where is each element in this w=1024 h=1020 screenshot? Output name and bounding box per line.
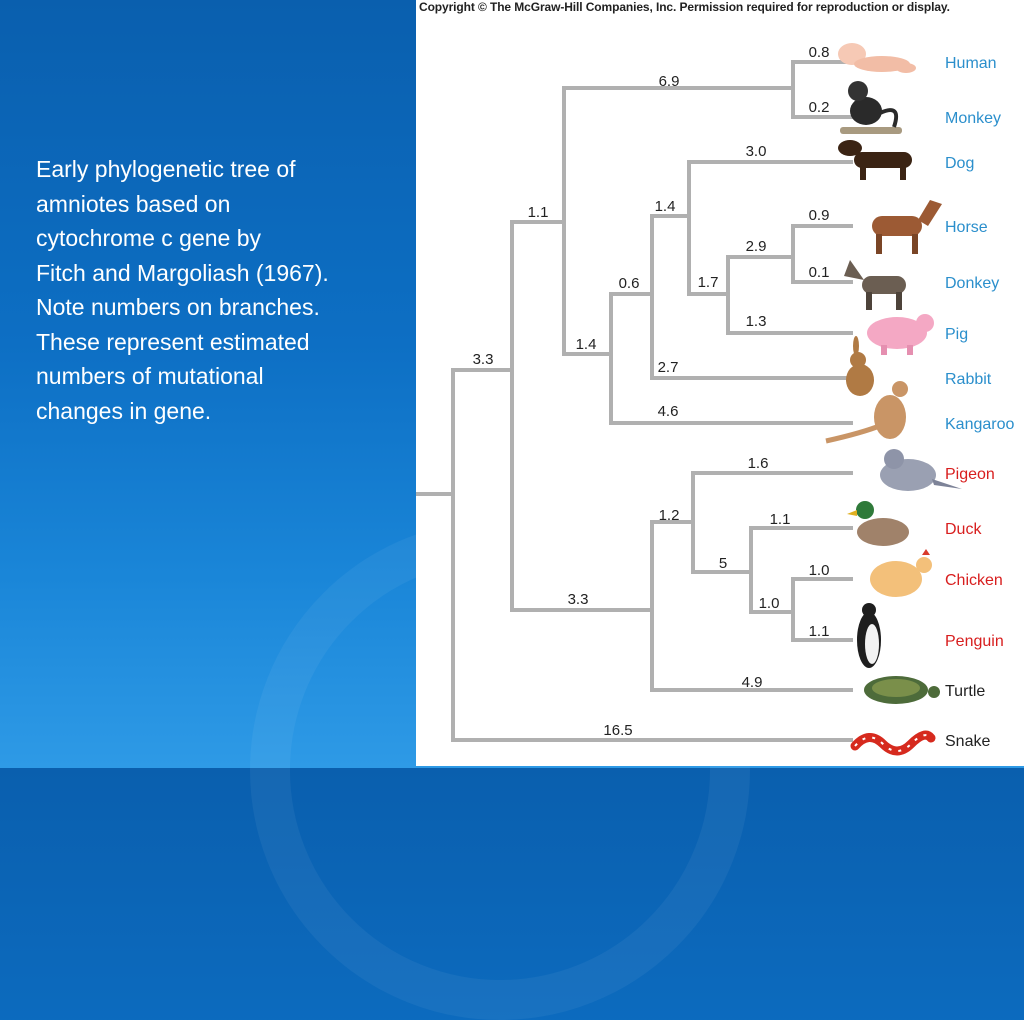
tree-diagram: 0.8 0.2 6.9 3.0 0.9 0.1 2.9 1.3 1.7 1.4 2.7 0.6 4.6 1… xyxy=(416,43,1014,756)
caption-line: Fitch and Margoliash (1967). xyxy=(36,259,329,286)
caption-line: numbers of mutational xyxy=(36,363,264,389)
monkey-icon xyxy=(840,81,902,134)
slide-caption: Early phylogenetic tree of amniotes base… xyxy=(36,152,406,428)
caption-line: cytochrome c gene by xyxy=(36,225,262,251)
branch-length-label: 0.2 xyxy=(809,99,830,116)
branch-length-label: 1.2 xyxy=(659,507,680,524)
taxon-label: Penguin xyxy=(945,633,1004,650)
branch-length-label: 1.1 xyxy=(528,204,549,221)
turtle-icon xyxy=(864,676,940,704)
taxon-label: Human xyxy=(945,55,997,72)
chicken-icon xyxy=(870,549,932,597)
taxon-label: Dog xyxy=(945,155,974,172)
branch-length-label: 4.6 xyxy=(658,403,679,420)
branch-length-label: 1.1 xyxy=(809,623,830,640)
penguin-icon xyxy=(857,603,881,668)
taxon-label: Snake xyxy=(945,733,990,750)
branch-length-label: 5 xyxy=(719,555,727,572)
branch-length-label: 1.0 xyxy=(809,562,830,579)
branch-length-label: 1.4 xyxy=(576,336,597,353)
branch-length-label: 1.0 xyxy=(759,595,780,612)
branch-length-label: 6.9 xyxy=(659,73,680,90)
taxon-label: Donkey xyxy=(945,275,999,292)
pigeon-icon xyxy=(880,449,962,491)
rabbit-icon xyxy=(846,336,874,396)
branch-length-label: 4.9 xyxy=(742,674,763,691)
taxon-label: Kangaroo xyxy=(945,416,1014,433)
branch-length-label: 2.9 xyxy=(746,238,767,255)
branch-length-label: 1.3 xyxy=(746,313,767,330)
branch-length-label: 16.5 xyxy=(603,722,632,739)
branch-length-label: 0.6 xyxy=(619,275,640,292)
caption-line: Note numbers on branches. xyxy=(36,294,320,320)
taxon-label: Chicken xyxy=(945,572,1003,589)
branch-length-label: 1.7 xyxy=(698,274,719,291)
caption-line: changes in gene. xyxy=(36,397,212,424)
caption-line: amniotes based on xyxy=(36,190,231,217)
caption-line: These represent estimated xyxy=(36,328,310,355)
taxon-label: Duck xyxy=(945,521,982,538)
pig-icon xyxy=(867,314,934,355)
duck-icon xyxy=(847,501,909,546)
branch-length-label: 1.1 xyxy=(770,511,791,528)
donkey-icon xyxy=(844,260,906,310)
caption-line: Early phylogenetic tree of xyxy=(36,156,296,182)
branch-length-label: 0.8 xyxy=(809,44,830,61)
phylogenetic-tree-figure: Copyright © The McGraw-Hill Companies, I… xyxy=(416,0,1024,766)
branch-length-label: 1.6 xyxy=(748,455,769,472)
taxon-label: Turtle xyxy=(945,683,985,700)
copyright-notice: Copyright © The McGraw-Hill Companies, I… xyxy=(419,0,950,14)
human-icon xyxy=(838,43,916,73)
branch-length-label: 1.4 xyxy=(655,198,676,215)
taxon-label: Horse xyxy=(945,219,988,236)
taxon-label: Monkey xyxy=(945,110,1001,127)
branch-length-label: 0.9 xyxy=(809,207,830,224)
branch-length-label: 0.1 xyxy=(809,264,830,281)
snake-icon xyxy=(850,730,936,756)
taxon-label: Pigeon xyxy=(945,466,995,483)
taxon-label: Rabbit xyxy=(945,371,992,388)
branch-length-label: 3.0 xyxy=(746,143,767,160)
branch-length-label: 3.3 xyxy=(473,351,494,368)
taxon-label: Pig xyxy=(945,326,968,343)
kangaroo-icon xyxy=(825,381,908,444)
branch-length-label: 2.7 xyxy=(658,359,679,376)
branch-length-label: 3.3 xyxy=(568,591,589,608)
dog-icon xyxy=(838,140,912,180)
horse-icon xyxy=(872,200,942,254)
